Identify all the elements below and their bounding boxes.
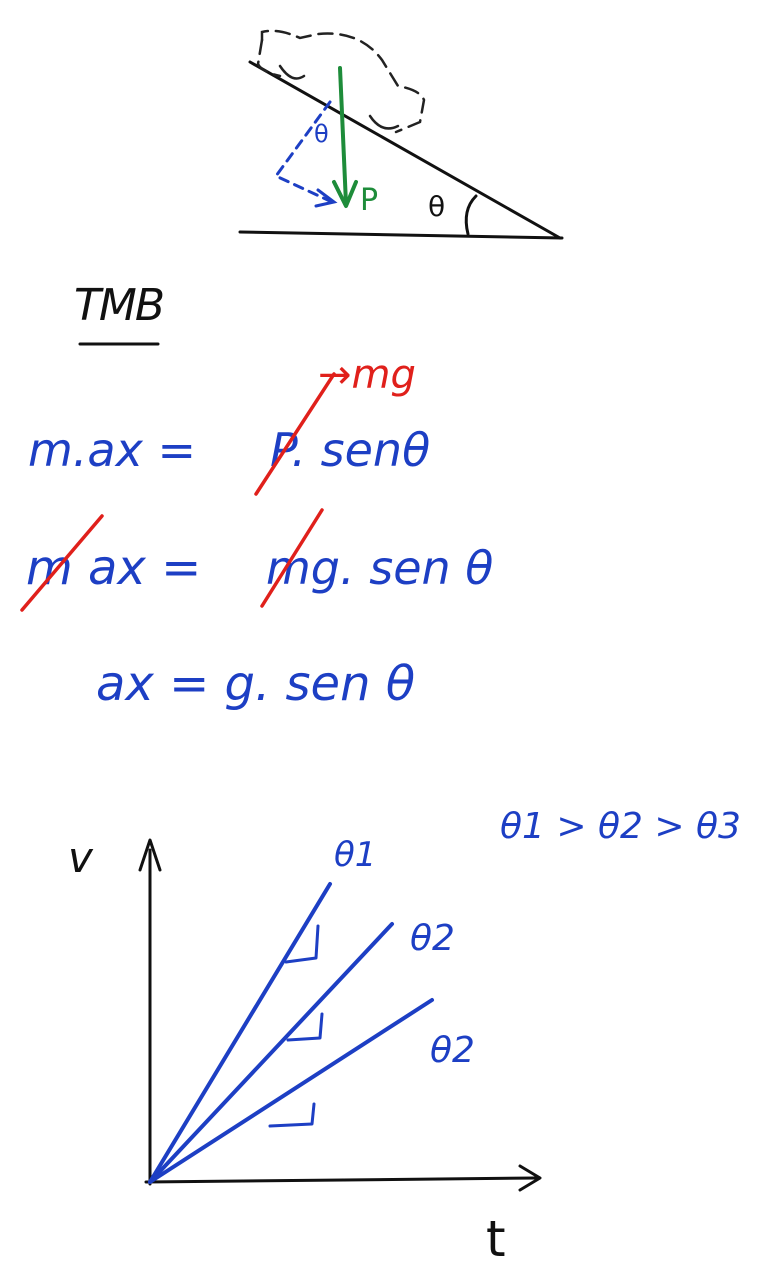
eq1-strike (254, 372, 336, 496)
car-sketch-icon (256, 29, 426, 134)
x-axis (144, 1176, 538, 1184)
tmb-heading: TMB (74, 280, 165, 346)
weight-arrowhead (332, 180, 358, 208)
slope-marker-2 (286, 1012, 324, 1042)
eq2-left: m ax = (26, 540, 201, 596)
y-axis-arrow (138, 838, 162, 872)
eq2-strike-right (260, 508, 324, 608)
perpendicular-component (273, 100, 334, 204)
car-wheels (278, 64, 400, 130)
eq2-right: mg. sen θ (266, 541, 493, 595)
heading-text: TMB (74, 280, 163, 331)
line-theta3 (148, 998, 434, 1184)
angle-arc (464, 194, 478, 236)
angle-theta-label: θ (428, 190, 445, 223)
slope-marker-1 (284, 924, 320, 964)
component-arrowhead (314, 188, 338, 208)
y-axis-label: v (68, 833, 94, 882)
eq2-strike-left (20, 514, 104, 612)
incline-diagram: θ P θ (238, 29, 564, 240)
line-label-1: θ1 (334, 835, 376, 875)
eq1-right: P. senθ (270, 423, 430, 477)
incline-line (248, 60, 562, 240)
line-label-3: θ2 (430, 1030, 475, 1071)
x-axis-label: t (486, 1210, 506, 1268)
equations: m.ax = P. senθ →mg m ax = mg. sen θ ax =… (20, 352, 493, 712)
weight-label: P (360, 183, 378, 218)
line-theta2 (148, 922, 394, 1184)
angle-comparison: θ1 > θ2 > θ3 (500, 806, 741, 847)
vector-angle-label: θ (314, 120, 329, 148)
velocity-time-graph: θ1 > θ2 > θ3 v t θ1 θ2 θ2 (68, 806, 741, 1268)
line-label-2: θ2 (410, 918, 455, 959)
eq1-left: m.ax = (28, 423, 196, 477)
x-axis-arrow (518, 1164, 542, 1192)
eq3: ax = g. sen θ (96, 656, 415, 712)
ground-line (238, 230, 564, 240)
line-theta1 (148, 882, 332, 1184)
slope-marker-3 (268, 1102, 316, 1128)
weight-vector (338, 66, 348, 206)
